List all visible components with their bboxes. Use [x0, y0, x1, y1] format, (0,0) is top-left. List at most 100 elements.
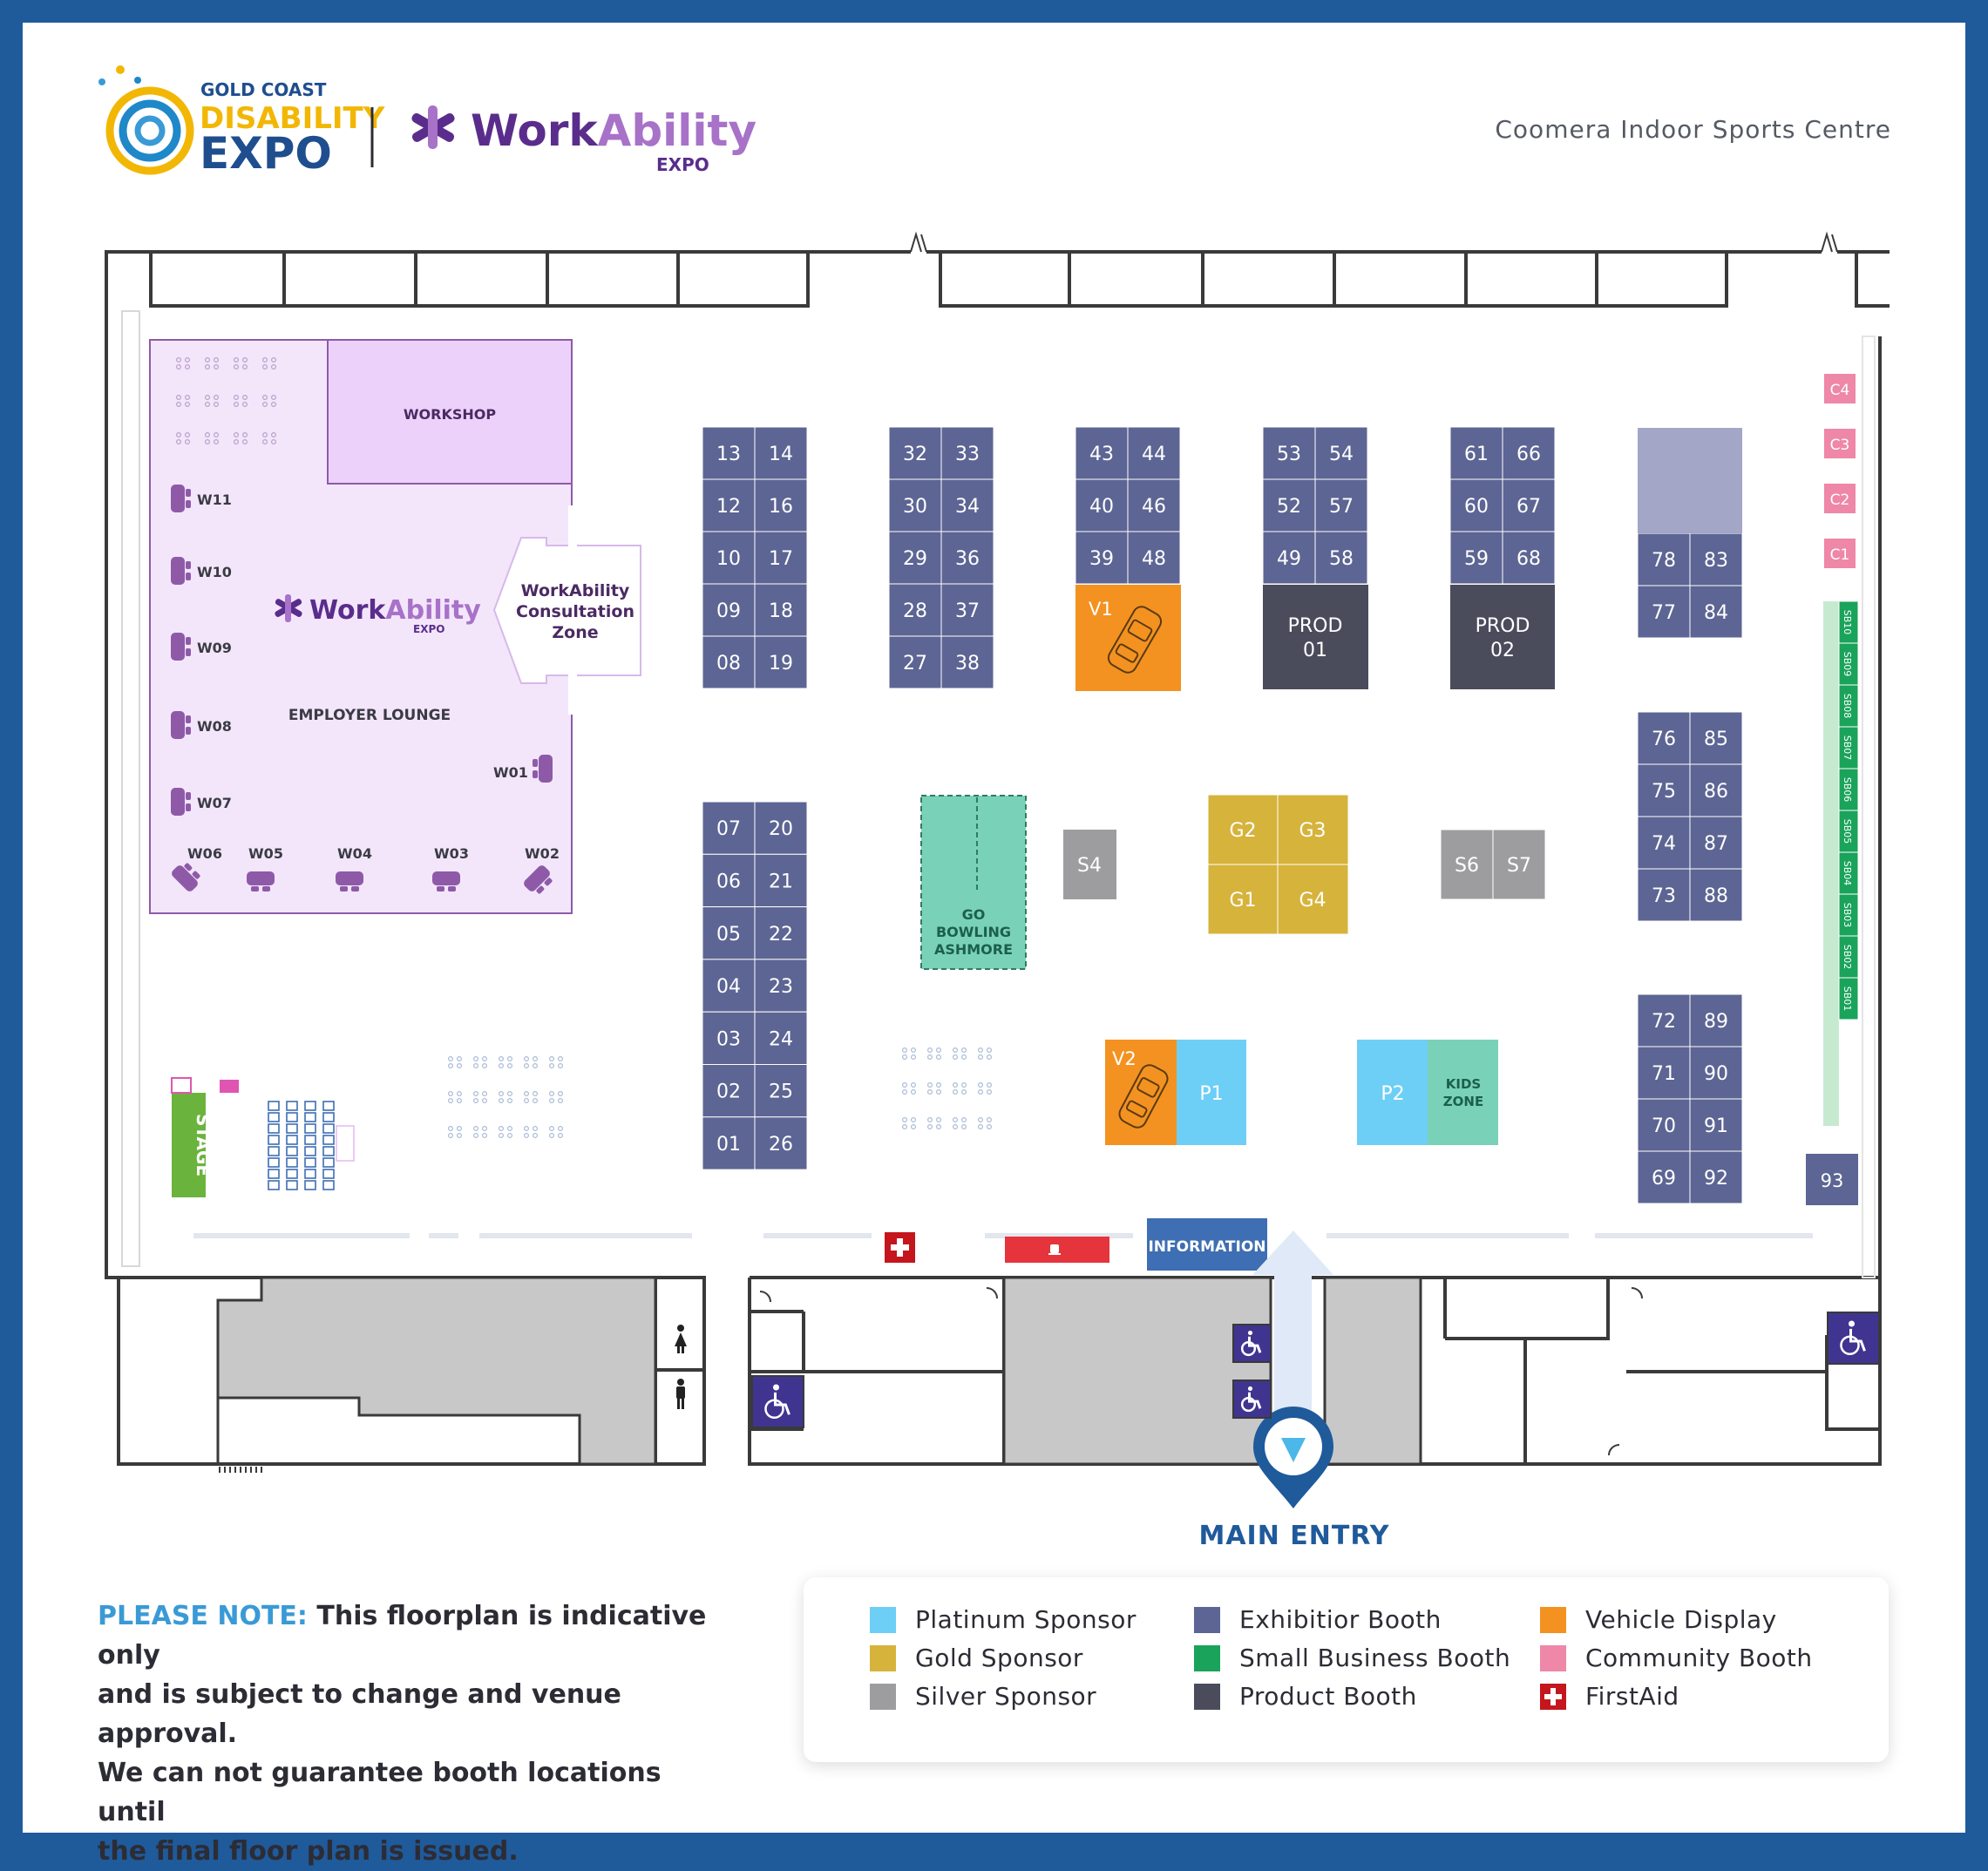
- gold-g1-booth[interactable]: [1207, 864, 1279, 935]
- booth-label: 88: [1704, 885, 1728, 907]
- booth-03[interactable]: [702, 1011, 756, 1065]
- booth-53[interactable]: [1262, 426, 1316, 480]
- booth-22[interactable]: [754, 906, 808, 960]
- gold-g2-booth[interactable]: [1207, 794, 1279, 865]
- booth-57[interactable]: [1314, 478, 1368, 532]
- booth-05[interactable]: [702, 906, 756, 960]
- booth-25[interactable]: [754, 1064, 808, 1118]
- booth-label: 87: [1704, 833, 1728, 855]
- booth-label: 18: [769, 600, 793, 622]
- small-business-label: SB07: [1842, 736, 1853, 761]
- booth-36[interactable]: [940, 531, 994, 585]
- booth-89[interactable]: [1689, 993, 1743, 1047]
- silver-s6-booth[interactable]: [1440, 829, 1494, 900]
- booth-26[interactable]: [754, 1116, 808, 1170]
- booth-14[interactable]: [754, 426, 808, 480]
- booth-01[interactable]: [702, 1116, 756, 1170]
- community-booth-c4[interactable]: [1824, 374, 1856, 403]
- booth-86[interactable]: [1689, 763, 1743, 817]
- silver-s4-booth[interactable]: [1063, 830, 1116, 899]
- consultation-zone[interactable]: [492, 537, 641, 684]
- booth-60[interactable]: [1449, 478, 1503, 532]
- booth-label: 44: [1142, 444, 1166, 465]
- platinum-p2-label: P2: [1381, 1083, 1404, 1105]
- booth-39[interactable]: [1075, 531, 1129, 585]
- product-booth-02[interactable]: [1450, 585, 1555, 689]
- workability-mark-icon: [411, 105, 455, 149]
- booth-06[interactable]: [702, 853, 756, 908]
- booth-30[interactable]: [888, 478, 942, 532]
- booth-19[interactable]: [754, 635, 808, 689]
- note-line4: the final floor plan is issued.: [98, 1836, 519, 1867]
- silver-s7-booth[interactable]: [1492, 829, 1546, 900]
- booth-label: 08: [716, 653, 741, 675]
- booth-32[interactable]: [888, 426, 942, 480]
- booth-93[interactable]: [1806, 1154, 1858, 1205]
- community-booth-c1[interactable]: [1824, 539, 1856, 568]
- booth-90[interactable]: [1689, 1046, 1743, 1100]
- booth-label: 29: [903, 548, 927, 570]
- booth-48[interactable]: [1127, 531, 1181, 585]
- kids-zone[interactable]: [1428, 1040, 1498, 1145]
- information-desk[interactable]: [1147, 1218, 1267, 1271]
- booth-77[interactable]: [1637, 585, 1691, 639]
- logo-line3: EXPO: [200, 128, 332, 179]
- stage-equipment: [220, 1080, 239, 1093]
- booth-13[interactable]: [702, 426, 756, 480]
- platinum-p2-booth[interactable]: [1357, 1040, 1428, 1145]
- booth-88[interactable]: [1689, 868, 1743, 922]
- booth-09[interactable]: [702, 583, 756, 637]
- booth-12[interactable]: [702, 478, 756, 532]
- booth-02[interactable]: [702, 1064, 756, 1118]
- booth-92[interactable]: [1689, 1150, 1743, 1204]
- platinum-p1-booth[interactable]: [1177, 1040, 1246, 1145]
- booth-54[interactable]: [1314, 426, 1368, 480]
- legend-item: Silver Sponsor: [870, 1682, 1096, 1711]
- booth-29[interactable]: [888, 531, 942, 585]
- booth-04[interactable]: [702, 959, 756, 1013]
- vehicle-v2-label: V2: [1112, 1048, 1136, 1069]
- booth-72[interactable]: [1637, 993, 1691, 1047]
- booth-38[interactable]: [940, 635, 994, 689]
- stage[interactable]: [172, 1093, 206, 1197]
- booth-71[interactable]: [1637, 1046, 1691, 1100]
- accessible-icon: [751, 1375, 804, 1428]
- chair-icon: [171, 711, 191, 739]
- booth-08[interactable]: [702, 635, 756, 689]
- chair-icon: [171, 633, 191, 661]
- booth-23[interactable]: [754, 959, 808, 1013]
- community-booth-label: C2: [1830, 491, 1850, 509]
- booth-label: 05: [716, 924, 741, 946]
- go-bowling-zone[interactable]: [920, 795, 1027, 970]
- gold-g4-label: G4: [1299, 890, 1326, 912]
- booth-76[interactable]: [1637, 711, 1691, 765]
- booth-24[interactable]: [754, 1011, 808, 1065]
- lounge-seating: [176, 357, 277, 445]
- booth-46[interactable]: [1127, 478, 1181, 532]
- car-icon: [1107, 606, 1163, 674]
- community-booth-c3[interactable]: [1824, 429, 1856, 458]
- reserved-exhibitor-block[interactable]: [1638, 428, 1742, 533]
- booth-37[interactable]: [940, 583, 994, 637]
- booth-84[interactable]: [1689, 585, 1743, 639]
- gold-g4-booth[interactable]: [1277, 864, 1349, 935]
- product-booth-01[interactable]: [1263, 585, 1368, 689]
- workshop-zone[interactable]: [327, 339, 573, 485]
- booth-87[interactable]: [1689, 816, 1743, 870]
- booth-label: 91: [1704, 1115, 1728, 1137]
- booth-75[interactable]: [1637, 763, 1691, 817]
- community-booth-c2[interactable]: [1824, 484, 1856, 513]
- booth-43[interactable]: [1075, 426, 1129, 480]
- booth-49[interactable]: [1262, 531, 1316, 585]
- booth-28[interactable]: [888, 583, 942, 637]
- booth-58[interactable]: [1314, 531, 1368, 585]
- consultation-wall-gap: [568, 505, 577, 715]
- small-business-booth-sb01[interactable]: [1838, 977, 1859, 1020]
- booth-70[interactable]: [1637, 1098, 1691, 1152]
- legend-item: Platinum Sponsor: [870, 1605, 1136, 1634]
- booth-68[interactable]: [1502, 531, 1556, 585]
- booth-73[interactable]: [1637, 868, 1691, 922]
- booth-61[interactable]: [1449, 426, 1503, 480]
- booth-17[interactable]: [754, 531, 808, 585]
- booth-69[interactable]: [1637, 1150, 1691, 1204]
